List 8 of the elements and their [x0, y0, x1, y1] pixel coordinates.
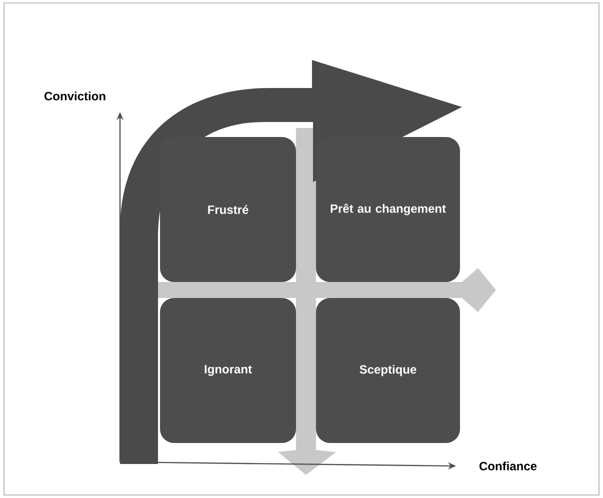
quadrant-box: Sceptique — [316, 298, 460, 443]
quadrant-box: Ignorant — [160, 298, 296, 443]
axis-label: Conviction — [44, 92, 106, 100]
quadrant-box: Frustré — [160, 137, 296, 282]
node-label: Frustré — [208, 205, 248, 214]
node-label: Prêt au changement — [330, 204, 446, 216]
quadrant-box: Prêt au changement — [316, 137, 460, 282]
axis-label: Confiance — [479, 462, 537, 470]
